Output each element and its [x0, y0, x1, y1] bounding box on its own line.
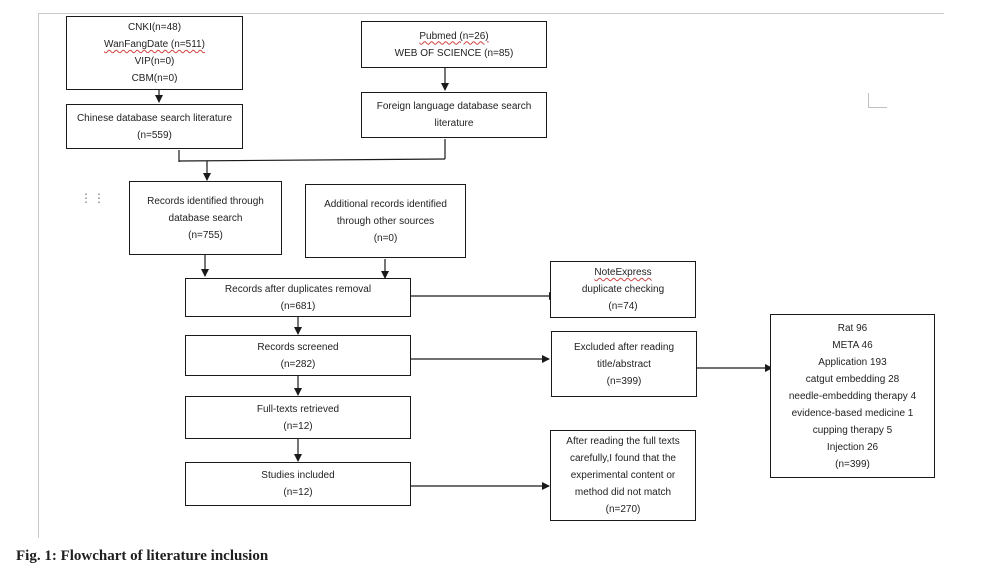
after-duplicates-label: Records after duplicates removal [224, 283, 372, 295]
chinese-search-label: Chinese database search literature [76, 112, 233, 124]
breakdown-total: (n=399) [835, 458, 870, 470]
page-top-rule [38, 13, 944, 14]
chinese-search-box: Chinese database search literature (n=55… [66, 104, 243, 149]
breakdown-catgut: catgut embedding 28 [805, 373, 900, 385]
foreign-search-label-2: literature [434, 118, 474, 129]
wos-count: WEB OF SCIENCE (n=85) [394, 47, 514, 59]
excluded-fulltext-box: After reading the full texts carefully,I… [550, 430, 696, 521]
chinese-databases-box: CNKI(n=48) WanFangDate (n=511) VIP(n=0) … [66, 16, 243, 90]
records-identified-label-1: Records identified through [147, 195, 264, 207]
noteexpress-desc: duplicate checking [581, 284, 665, 295]
records-screened-count: (n=282) [280, 358, 316, 370]
additional-records-label-1: Additional records identified [324, 198, 447, 210]
breakdown-needle: needle-embedding therapy 4 [788, 390, 917, 402]
studies-included-label: Studies included [261, 470, 335, 481]
merge-horizontal [178, 158, 446, 162]
breakdown-rat: Rat 96 [837, 322, 868, 334]
records-identified-box: Records identified through database sear… [129, 181, 282, 255]
excluded-abstract-box: Excluded after reading title/abstract (n… [551, 331, 697, 397]
full-texts-box: Full-texts retrieved (n=12) [185, 396, 411, 439]
noteexpress-label: NoteExpress [594, 267, 652, 278]
excluded-fulltext-count: (n=270) [605, 504, 641, 515]
chinese-search-count: (n=559) [137, 129, 172, 141]
excluded-abstract-label-2: title/abstract [597, 358, 651, 370]
noteexpress-count: (n=74) [608, 301, 638, 312]
records-screened-box: Records screened (n=282) [185, 335, 411, 376]
breakdown-application: Application 193 [818, 356, 887, 368]
cnki-count: CNKI(n=48) [127, 22, 182, 33]
foreign-search-label-1: Foreign language database search [376, 101, 532, 112]
english-databases-box: Pubmed (n=26) WEB OF SCIENCE (n=85) [361, 21, 547, 68]
margin-corner-mark [868, 93, 887, 108]
studies-included-box: Studies included (n=12) [185, 462, 411, 506]
excluded-fulltext-line-1: After reading the full texts [566, 436, 680, 447]
excluded-fulltext-line-3: experimental content or [570, 470, 676, 481]
breakdown-meta: META 46 [832, 339, 873, 351]
records-identified-label-2: database search [168, 212, 243, 224]
page-left-rule [38, 13, 39, 538]
excluded-fulltext-line-2: carefully,I found that the [570, 453, 676, 464]
excluded-abstract-label-1: Excluded after reading [573, 341, 675, 353]
foreign-search-box: Foreign language database search literat… [361, 92, 547, 138]
breakdown-evidence: evidence-based medicine 1 [791, 407, 914, 419]
studies-included-count: (n=12) [283, 487, 313, 498]
full-texts-label: Full-texts retrieved [256, 403, 340, 415]
pubmed-count: Pubmed (n=26) [419, 30, 489, 42]
figure-caption: Fig. 1: Flowchart of literature inclusio… [16, 548, 269, 564]
additional-records-box: Additional records identified through ot… [305, 184, 466, 258]
records-screened-label: Records screened [257, 341, 339, 353]
vip-count: VIP(n=0) [134, 56, 175, 67]
breakdown-cupping: cupping therapy 5 [812, 424, 893, 436]
exclusion-breakdown-box: Rat 96 META 46 Application 193 catgut em… [770, 314, 935, 478]
noteexpress-box: NoteExpress duplicate checking (n=74) [550, 261, 696, 318]
additional-records-label-2: through other sources [336, 215, 435, 227]
cbm-count: CBM(n=0) [131, 73, 178, 84]
breakdown-injection: Injection 26 [826, 441, 879, 453]
after-duplicates-box: Records after duplicates removal (n=681) [185, 278, 411, 317]
after-duplicates-count: (n=681) [280, 300, 316, 312]
additional-records-count: (n=0) [373, 232, 398, 244]
excluded-abstract-count: (n=399) [606, 375, 642, 387]
wanfang-count: WanFangDate (n=511) [104, 39, 205, 50]
excluded-fulltext-line-4: method did not match [574, 487, 672, 498]
records-identified-count: (n=755) [188, 229, 223, 241]
full-texts-count: (n=12) [283, 420, 313, 432]
